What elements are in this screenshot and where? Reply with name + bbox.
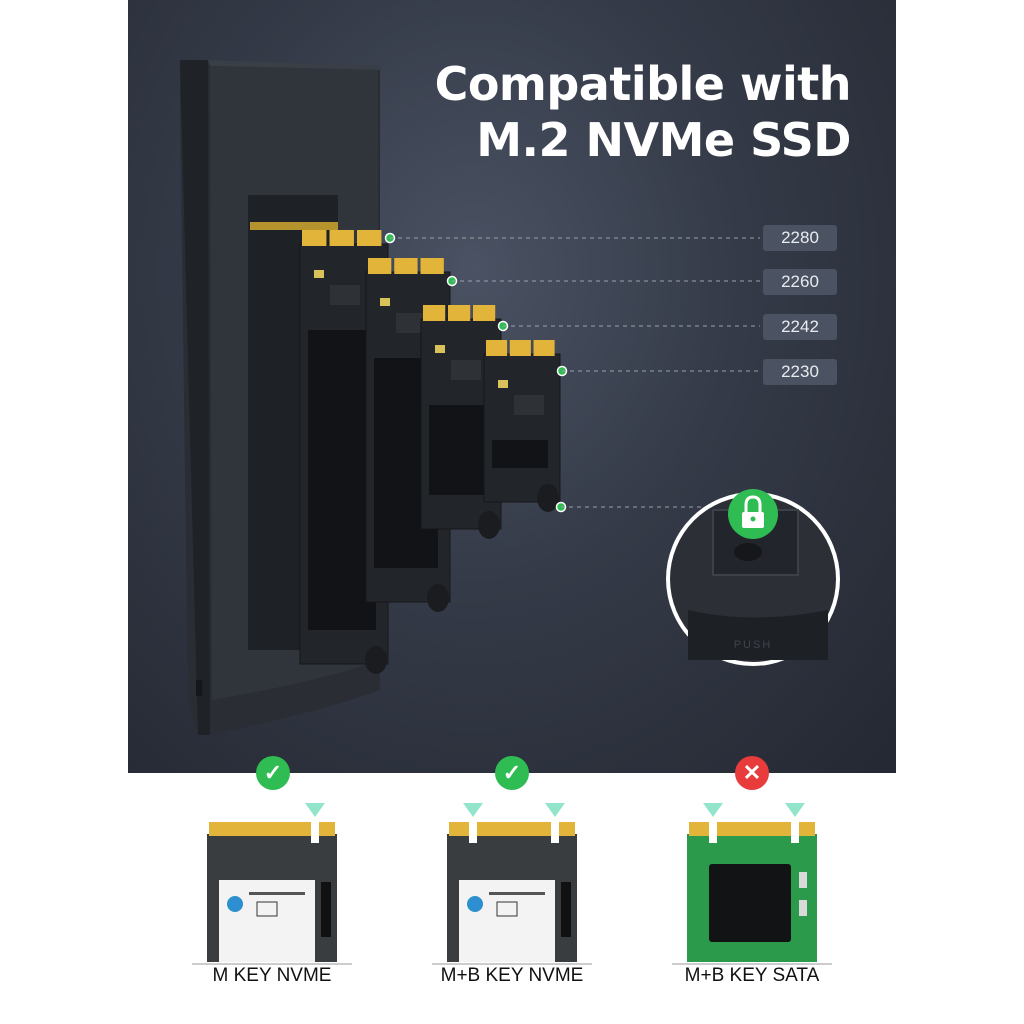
size-label-2260: 2260 xyxy=(763,269,837,295)
push-label: PUSH xyxy=(734,639,773,651)
ssd-module-2 xyxy=(447,803,577,962)
headline-line-1: Compatible with xyxy=(434,57,852,111)
size-label-2280: 2280 xyxy=(763,225,837,251)
size-label-2230: 2230 xyxy=(763,359,837,385)
lock-icon xyxy=(728,489,778,539)
caption-m-key-nvme: M KEY NVME xyxy=(212,965,332,986)
ssd-module-1 xyxy=(207,803,337,962)
ssd-module-3 xyxy=(687,803,817,962)
check-icon: ✓ xyxy=(256,756,290,790)
cross-icon: ✕ xyxy=(735,756,769,790)
lock-detail-zoom: PUSH xyxy=(666,492,840,666)
ssd-card-2230 xyxy=(483,340,568,512)
caption-mb-key-sata: M+B KEY SATA xyxy=(684,965,820,986)
m2-connector xyxy=(250,222,338,230)
size-label-2242: 2242 xyxy=(763,314,837,340)
caption-mb-key-nvme: M+B KEY NVME xyxy=(440,965,584,986)
hero-panel: PUSH Compatible with M.2 NVMe SSD 2280 2… xyxy=(128,0,896,773)
check-icon: ✓ xyxy=(495,756,529,790)
headline: Compatible with M.2 NVMe SSD xyxy=(434,56,852,168)
headline-line-2: M.2 NVMe SSD xyxy=(476,113,851,167)
enclosure-illustration: PUSH xyxy=(180,60,840,735)
